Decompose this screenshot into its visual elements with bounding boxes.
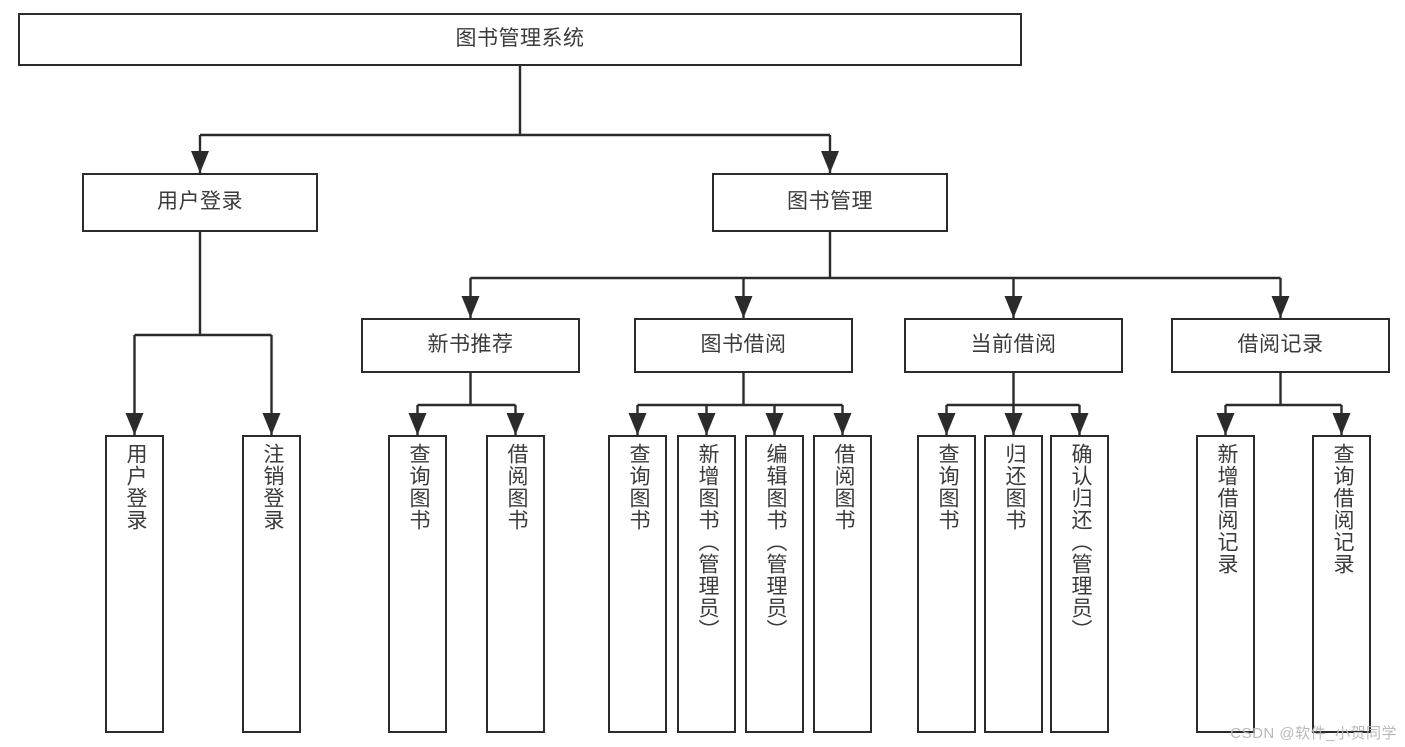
- arrow-head-icon: [821, 151, 839, 173]
- arrow-head-icon: [628, 413, 647, 435]
- arrow-head-icon: [1332, 413, 1351, 435]
- node-label: 查询图书: [626, 443, 650, 531]
- node-l3-new-borrow[interactable]: 借阅图书: [486, 435, 545, 733]
- arrow-head-icon: [1004, 296, 1023, 318]
- node-label: 查询图书: [935, 443, 959, 531]
- arrow-head-icon: [765, 413, 784, 435]
- node-l3-new-query[interactable]: 查询图书: [388, 435, 447, 733]
- node-label: 编辑图书（管理员）: [763, 443, 787, 641]
- node-label: 图书借阅: [700, 333, 787, 357]
- node-label: 借阅图书: [831, 443, 855, 531]
- node-l3-rec-query[interactable]: 查询借阅记录: [1312, 435, 1371, 733]
- node-l3-cur-return[interactable]: 归还图书: [984, 435, 1043, 733]
- arrow-head-icon: [1216, 413, 1235, 435]
- node-label: 借阅记录: [1237, 333, 1324, 357]
- arrow-head-icon: [408, 413, 427, 435]
- node-l3-cur-query[interactable]: 查询图书: [917, 435, 976, 733]
- node-label: 注销登录: [260, 443, 284, 531]
- node-label: 归还图书: [1002, 443, 1026, 531]
- arrow-head-icon: [262, 413, 281, 435]
- node-l1-book[interactable]: 图书管理: [712, 173, 948, 232]
- node-l2-current[interactable]: 当前借阅: [904, 318, 1123, 373]
- arrow-head-icon: [697, 413, 716, 435]
- node-label: 确认归还（管理员）: [1068, 443, 1092, 641]
- node-label: 新增图书（管理员）: [695, 443, 719, 641]
- node-l3-borrow-query[interactable]: 查询图书: [608, 435, 667, 733]
- node-root[interactable]: 图书管理系统: [18, 13, 1022, 66]
- arrow-head-icon: [1070, 413, 1089, 435]
- node-l3-borrow-add[interactable]: 新增图书（管理员）: [677, 435, 736, 733]
- node-l3-user-login[interactable]: 用户登录: [105, 435, 164, 733]
- watermark: CSDN @软件_小贺同学: [1230, 725, 1397, 742]
- node-label: 查询图书: [406, 443, 430, 531]
- node-label: 图书管理系统: [455, 27, 585, 51]
- node-label: 查询借阅记录: [1330, 443, 1354, 575]
- node-l3-borrow-lend[interactable]: 借阅图书: [813, 435, 872, 733]
- arrow-head-icon: [937, 413, 956, 435]
- arrow-head-icon: [125, 413, 144, 435]
- arrow-head-icon: [734, 296, 753, 318]
- node-label: 用户登录: [123, 443, 147, 531]
- node-l3-borrow-edit[interactable]: 编辑图书（管理员）: [745, 435, 804, 733]
- node-l3-rec-add[interactable]: 新增借阅记录: [1196, 435, 1255, 733]
- arrow-head-icon: [461, 296, 480, 318]
- arrow-head-icon: [1004, 413, 1023, 435]
- node-label: 图书管理: [787, 190, 873, 214]
- arrow-head-icon: [1271, 296, 1290, 318]
- node-label: 当前借阅: [970, 333, 1057, 357]
- node-label: 借阅图书: [504, 443, 528, 531]
- arrow-head-icon: [506, 413, 525, 435]
- arrow-head-icon: [833, 413, 852, 435]
- node-l2-newbook[interactable]: 新书推荐: [361, 318, 580, 373]
- node-l2-borrow[interactable]: 图书借阅: [634, 318, 853, 373]
- node-label: 新书推荐: [427, 333, 514, 357]
- arrow-head-icon: [191, 151, 209, 173]
- node-l1-user[interactable]: 用户登录: [82, 173, 318, 232]
- node-label: 新增借阅记录: [1214, 443, 1238, 575]
- node-l3-cur-confirm[interactable]: 确认归还（管理员）: [1050, 435, 1109, 733]
- node-l3-user-logout[interactable]: 注销登录: [242, 435, 301, 733]
- node-label: 用户登录: [157, 190, 243, 214]
- node-l2-record[interactable]: 借阅记录: [1171, 318, 1390, 373]
